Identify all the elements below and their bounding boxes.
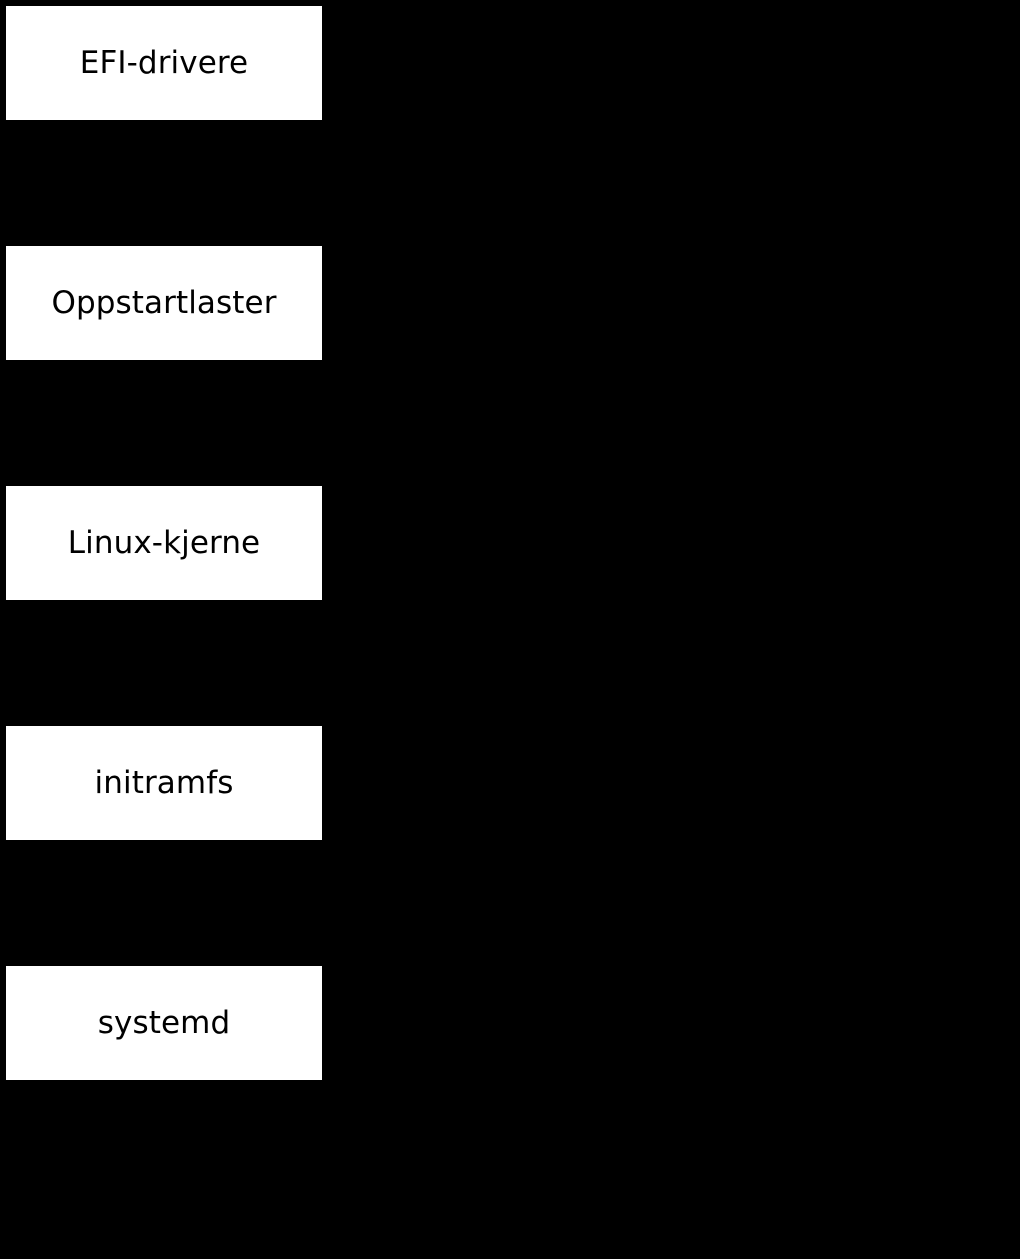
stage-label: Oppstartlaster	[51, 284, 277, 321]
stage-box-initramfs[interactable]: initramfs	[6, 726, 322, 840]
stage-box-efi-drivere[interactable]: EFI-drivere	[6, 6, 322, 120]
stage-label: systemd	[97, 1004, 231, 1041]
stage-label: Linux-kjerne	[67, 524, 261, 561]
stage-box-linux-kjerne[interactable]: Linux-kjerne	[6, 486, 322, 600]
stage-box-systemd[interactable]: systemd	[6, 966, 322, 1080]
stage-label: initramfs	[94, 764, 234, 801]
stage-label: EFI-drivere	[79, 44, 249, 81]
stage-box-oppstartlaster[interactable]: Oppstartlaster	[6, 246, 322, 360]
